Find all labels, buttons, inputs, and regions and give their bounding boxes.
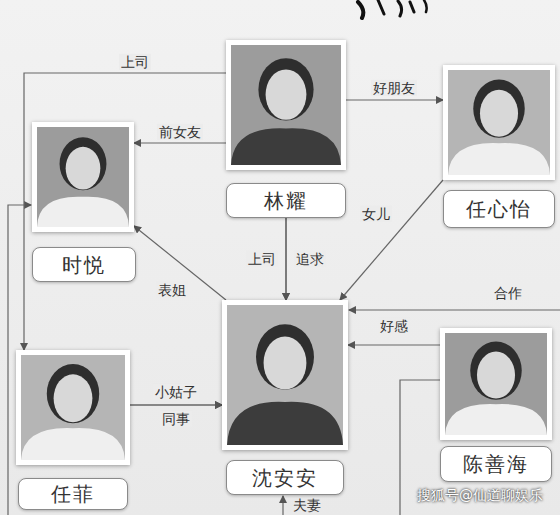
- relation-arrow: [130, 404, 222, 405]
- name-label-box: 沈安安: [226, 460, 344, 495]
- character-card: 任心怡: [443, 65, 555, 228]
- photo-body: [227, 402, 343, 445]
- photo-face: [477, 352, 515, 399]
- character-card: 陈善海: [440, 328, 552, 482]
- relation-label: 好感: [378, 318, 410, 334]
- photo-face: [480, 90, 518, 137]
- character-card: 林耀: [226, 40, 346, 218]
- name-label-box: 任菲: [18, 478, 128, 510]
- name-label-box: 林耀: [226, 183, 346, 218]
- photo-ground: [231, 45, 341, 165]
- portrait-photo: [16, 350, 130, 465]
- relation-label: 小姑子: [153, 384, 199, 400]
- photo-hair: [256, 324, 314, 390]
- relation-label: 上司: [246, 251, 278, 267]
- photo-hair: [60, 137, 107, 190]
- character-name: 任菲: [51, 482, 95, 506]
- character-name: 沈安安: [252, 466, 318, 490]
- photo-frame: [16, 350, 130, 465]
- relation-arrow: [285, 218, 286, 300]
- character-name: 陈善海: [463, 452, 529, 476]
- relation-arrow: [134, 142, 226, 143]
- relation-note: 夫妻: [293, 497, 321, 513]
- character-card: 时悦: [32, 122, 134, 282]
- relation-label: 上司: [119, 54, 151, 70]
- photo-hair: [47, 364, 99, 423]
- photo-body: [21, 428, 125, 460]
- relation-line: [282, 496, 283, 515]
- photo-body: [445, 404, 547, 435]
- name-label-box: 任心怡: [443, 190, 555, 228]
- name-label-box: 陈善海: [440, 446, 552, 482]
- relation-note: 合作: [494, 285, 522, 301]
- relation-arrow: [24, 73, 226, 350]
- title-brush-stroke: [358, 2, 363, 18]
- portrait-photo: [226, 40, 346, 170]
- photo-ground: [21, 355, 125, 460]
- photo-ground: [227, 305, 343, 445]
- character-card: 任菲: [16, 350, 130, 510]
- portrait-photo: [440, 328, 552, 440]
- title-brush-stroke: [424, 0, 427, 12]
- relation-label: 好朋友: [371, 80, 417, 96]
- relation-label: 追求: [294, 251, 326, 267]
- photo-hair: [473, 80, 525, 138]
- photo-frame: [226, 40, 346, 170]
- relation-line: [349, 309, 560, 310]
- relation-arrow: [285, 218, 286, 300]
- photo-frame: [222, 300, 348, 450]
- portrait-photo: [443, 65, 555, 180]
- name-label-box: 时悦: [32, 247, 136, 282]
- character-card: 沈安安: [222, 300, 348, 495]
- relation-arrow: [340, 180, 443, 300]
- relation-label: 女儿: [360, 206, 392, 222]
- photo-ground: [37, 127, 129, 227]
- photo-face: [266, 69, 307, 119]
- photo-hair: [258, 58, 313, 120]
- relation-label: 同事: [160, 411, 192, 427]
- title-brush-stroke: [378, 0, 384, 14]
- relation-label: 前女友: [157, 124, 203, 140]
- title-brush-stroke: [398, 1, 414, 16]
- photo-ground: [448, 70, 550, 175]
- relation-arrow: [346, 99, 443, 100]
- photo-body: [231, 128, 341, 165]
- portrait-photo: [32, 122, 134, 232]
- photo-frame: [440, 328, 552, 440]
- photo-frame: [32, 122, 134, 232]
- watermark: 搜狐号@仙道聊娱乐: [417, 487, 543, 503]
- portrait-photo: [222, 300, 348, 450]
- photo-face: [264, 337, 307, 390]
- photo-face: [66, 147, 101, 190]
- photo-hair: [470, 341, 522, 399]
- character-name: 时悦: [62, 253, 106, 277]
- character-name: 任心怡: [466, 197, 532, 221]
- photo-frame: [443, 65, 555, 180]
- relation-arrow: [130, 404, 222, 405]
- photo-face: [54, 374, 93, 422]
- photo-body: [37, 197, 129, 227]
- relation-arrow: [134, 226, 226, 300]
- photo-body: [448, 143, 550, 175]
- relation-label: 表姐: [156, 282, 188, 298]
- relation-arrow: [348, 344, 440, 345]
- photo-ground: [445, 333, 547, 435]
- character-name: 林耀: [264, 189, 308, 213]
